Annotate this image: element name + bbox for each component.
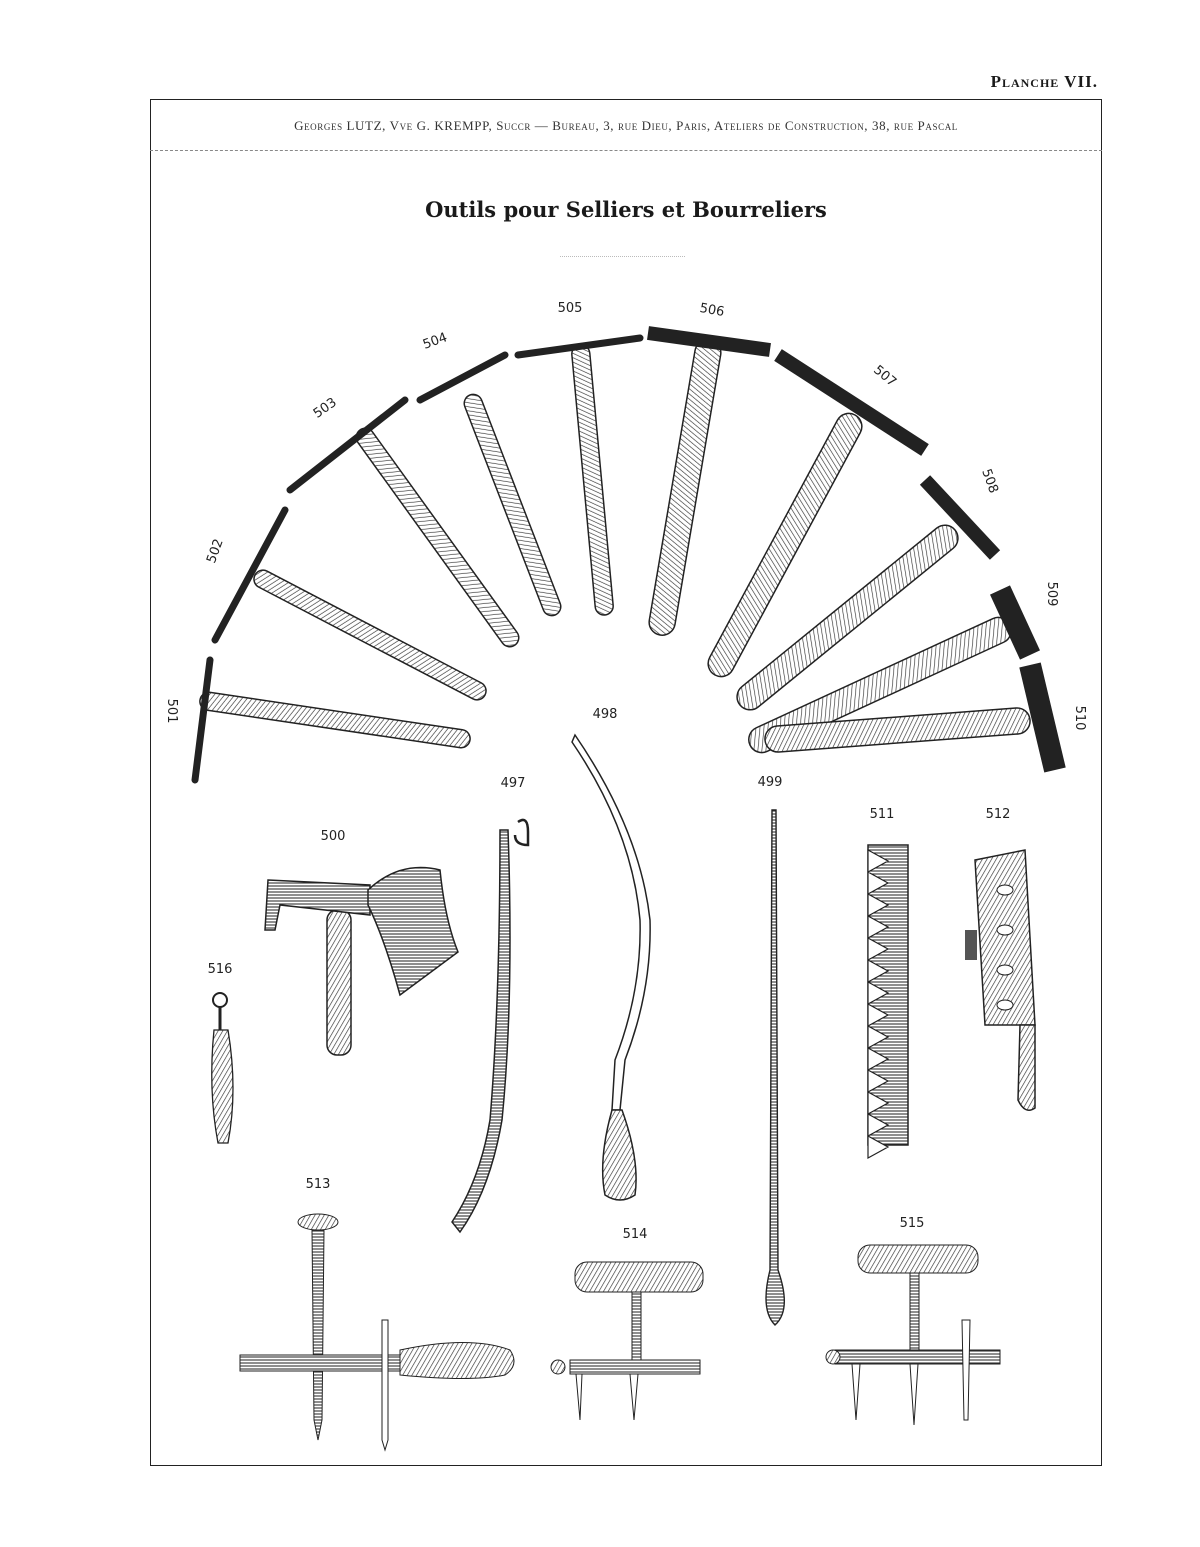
item-number-500: 500 [321, 829, 346, 844]
tool-498-curved-knife [571, 733, 651, 1201]
tool-508-hammer [736, 475, 1001, 711]
plate-number: Planche VII. [990, 72, 1098, 91]
tool-509-hammer [748, 585, 1040, 754]
tool-500-hammer-knife [264, 866, 459, 1056]
item-number-509: 509 [1044, 582, 1059, 607]
item-number-508: 508 [978, 467, 1001, 495]
tool-512-block [965, 849, 1036, 1111]
tool-516-edge-tool [211, 992, 234, 1144]
title-divider [560, 256, 685, 257]
item-number-511: 511 [870, 807, 895, 822]
item-number-503: 503 [311, 395, 340, 422]
tool-507-hammer [707, 349, 929, 678]
page-title: Outils pour Selliers et Bourreliers [425, 197, 827, 222]
tool-514-compass-cutter [550, 1261, 704, 1421]
tool-513-compass-cutter [239, 1213, 515, 1452]
company-header: Georges LUTZ, Vve G. KREMPP, Succr — Bur… [294, 118, 958, 133]
tool-510-hammer [764, 662, 1066, 773]
tool-503-hammer [286, 396, 520, 648]
header-divider [150, 150, 1102, 155]
tool-497-hook [451, 818, 530, 1234]
item-number-512: 512 [986, 807, 1011, 822]
item-number-502: 502 [204, 537, 227, 565]
item-number-499: 499 [758, 775, 783, 790]
tool-515-compass-cutter [825, 1244, 1001, 1426]
item-number-506: 506 [698, 301, 725, 320]
item-number-497: 497 [501, 776, 526, 791]
item-number-498: 498 [593, 707, 618, 722]
item-number-510: 510 [1072, 706, 1087, 731]
item-number-514: 514 [623, 1227, 648, 1242]
item-number-515: 515 [900, 1216, 925, 1231]
tool-502-hammer [211, 506, 487, 701]
item-number-507: 507 [870, 363, 899, 390]
tool-506-hammer [647, 326, 771, 636]
item-number-504: 504 [421, 330, 449, 353]
item-number-501: 501 [164, 699, 179, 724]
tool-511-toothed-bar [867, 844, 909, 1160]
item-number-505: 505 [558, 301, 583, 316]
tool-505-hammer [514, 334, 644, 616]
item-number-513: 513 [306, 1177, 331, 1192]
item-number-516: 516 [208, 962, 233, 977]
tool-504-hammer [416, 351, 562, 617]
tool-501-hammer [191, 656, 471, 784]
tool-499-awl [765, 809, 785, 1326]
page-frame [150, 99, 1102, 1466]
